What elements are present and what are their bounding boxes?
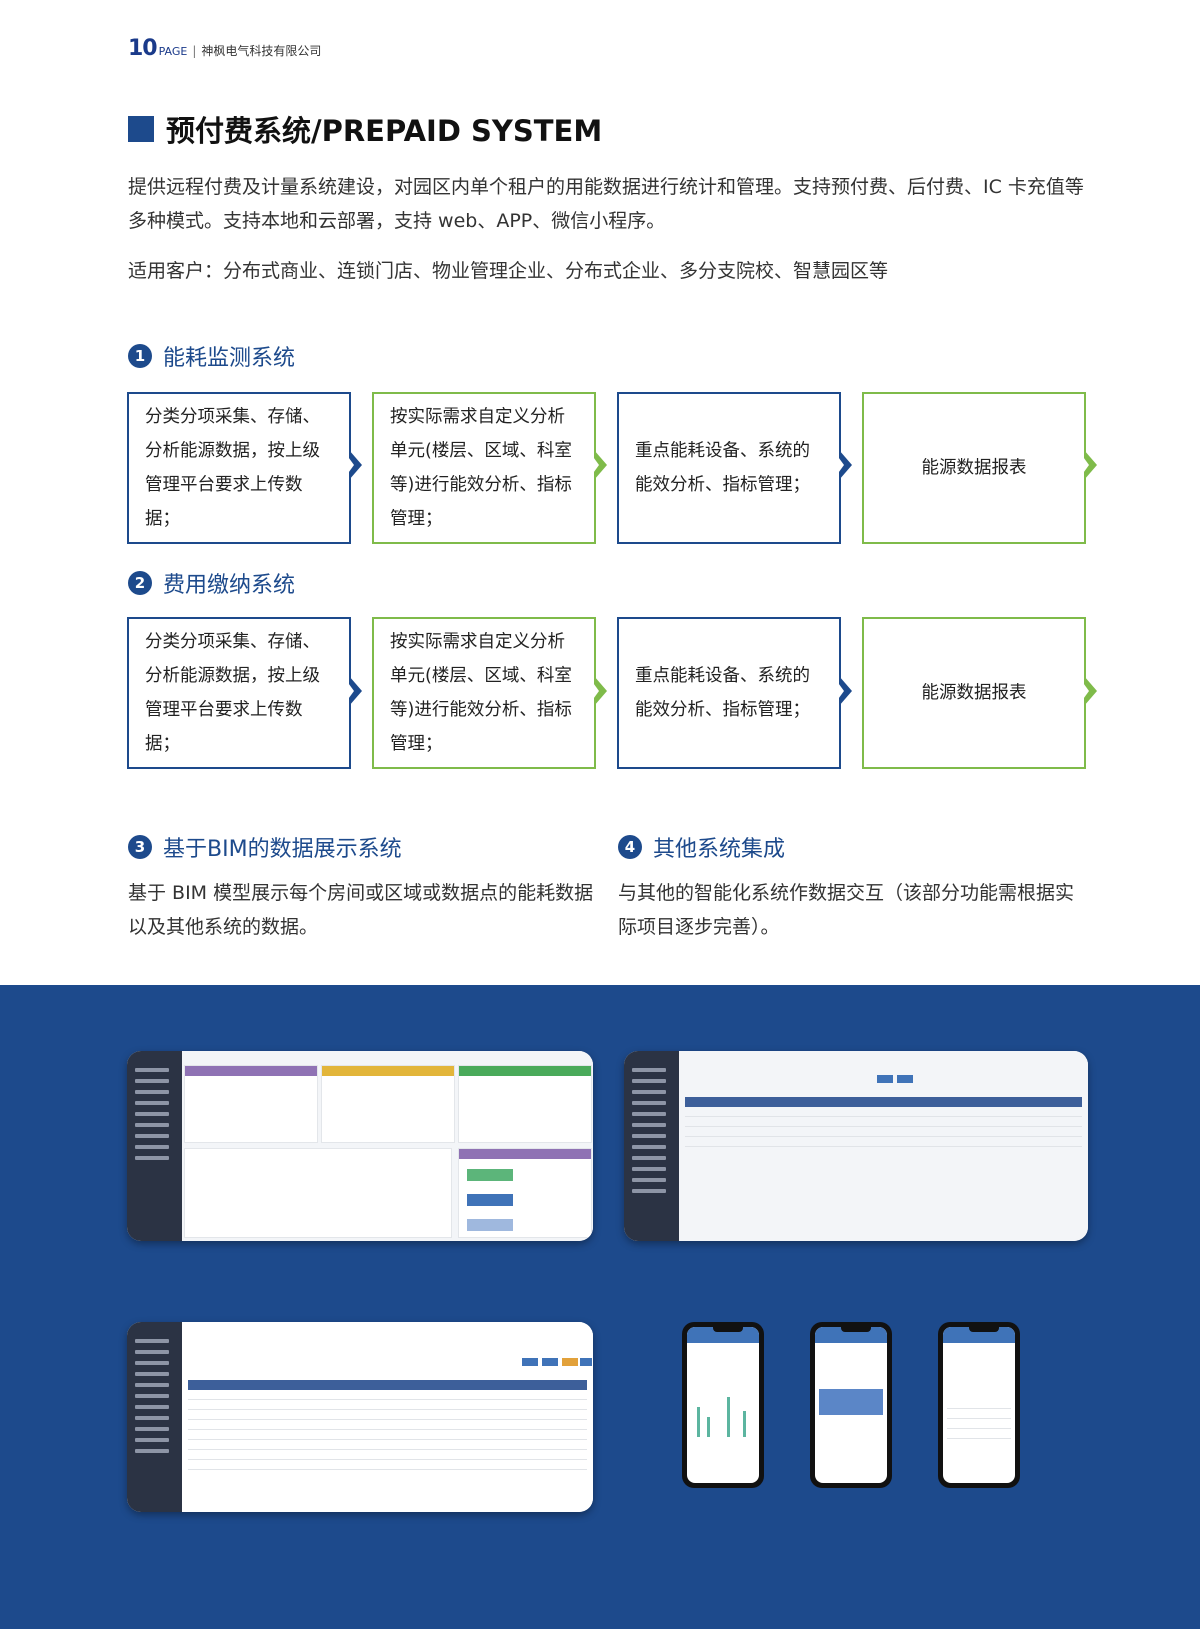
section-1-box-4: 能源数据报表 [862,392,1086,544]
section-3-title: 基于BIM的数据展示系统 [163,837,402,862]
section-1-box-1: 分类分项采集、存储、分析能源数据，按上级管理平台要求上传数据； [127,392,351,544]
section-2-box-4: 能源数据报表 [862,617,1086,769]
arrow-icon [1081,450,1097,480]
section-4-number: 4 [618,835,642,859]
section-3-text: 基于 BIM 模型展示每个房间或区域或数据点的能耗数据以及其他系统的数据。 [128,882,594,938]
page-title-row: 预付费系统/PREPAID SYSTEM [128,108,602,150]
table-screenshot [624,1051,1088,1241]
section-3-number: 3 [128,835,152,859]
section-1-title: 能耗监测系统 [163,346,296,371]
section-2-title: 费用缴纳系统 [163,573,296,598]
page-header: 10 PAGE | 神枫电气科技有限公司 [128,36,321,61]
header-separator: | [192,44,197,58]
section-1-box-3: 重点能耗设备、系统的能效分析、指标管理； [617,392,841,544]
section-2-box-3: 重点能耗设备、系统的能效分析、指标管理； [617,617,841,769]
phone-screenshot [810,1322,892,1488]
section-4-title: 其他系统集成 [653,837,786,862]
arrow-icon [1081,676,1097,706]
phone-screenshot [938,1322,1020,1488]
section-2-box-2: 按实际需求自定义分析单元(楼层、区域、科室等)进行能效分析、指标管理； [372,617,596,769]
section-2-box-1: 分类分项采集、存储、分析能源数据，按上级管理平台要求上传数据； [127,617,351,769]
dashboard-screenshot [127,1051,593,1241]
list-screenshot [127,1322,593,1512]
arrow-icon [591,450,607,480]
section-3-header: 3 基于BIM的数据展示系统 [128,831,402,863]
section-4-header: 4 其他系统集成 [618,831,785,863]
title-square-icon [128,116,154,142]
section-2-number: 2 [128,571,152,595]
intro-paragraph: 提供远程付费及计量系统建设，对园区内单个租户的用能数据进行统计和管理。支持预付费… [128,176,1084,232]
screenshot-sidebar [624,1051,679,1241]
arrow-icon [346,450,362,480]
page-word: PAGE [158,45,188,58]
section-4-text: 与其他的智能化系统作数据交互（该部分功能需根据实际项目逐步完善）。 [618,882,1075,938]
phone-screenshot [682,1322,764,1488]
company-name: 神枫电气科技有限公司 [201,44,322,58]
screenshot-sidebar [127,1322,182,1512]
section-1-header: 1 能耗监测系统 [128,340,295,372]
section-1-box-2: 按实际需求自定义分析单元(楼层、区域、科室等)进行能效分析、指标管理； [372,392,596,544]
arrow-icon [836,450,852,480]
page-title: 预付费系统/PREPAID SYSTEM [166,114,603,148]
customers-paragraph: 适用客户：分布式商业、连锁门店、物业管理企业、分布式企业、多分支院校、智慧园区等 [128,260,889,282]
arrow-icon [346,676,362,706]
section-2-header: 2 费用缴纳系统 [128,567,295,599]
page-number: 10 [128,36,158,61]
arrow-icon [836,676,852,706]
screenshot-sidebar [127,1051,182,1241]
arrow-icon [591,676,607,706]
section-1-number: 1 [128,344,152,368]
